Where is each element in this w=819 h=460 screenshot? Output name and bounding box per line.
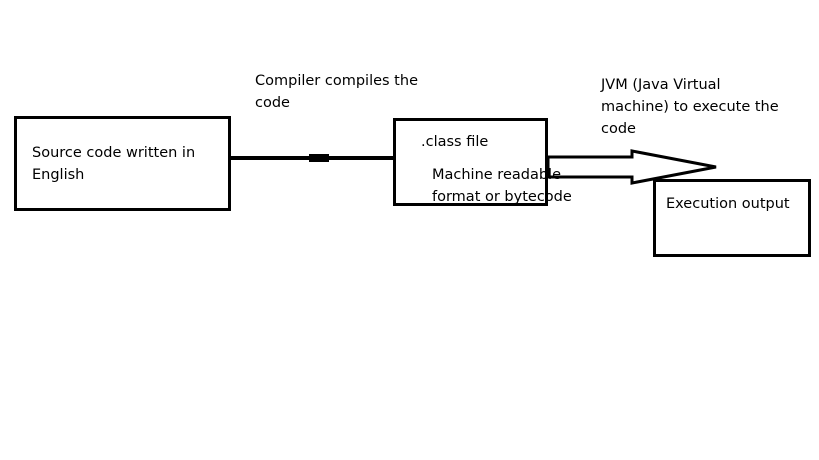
class-file-label: .class file [421, 134, 489, 150]
class-file-description: Machine readable format or bytecode [432, 167, 572, 205]
class-file-box [393, 118, 548, 206]
source-code-label: Source code written in English [32, 145, 196, 183]
execute-step-label: JVM (Java Virtual machine) to execute th… [601, 77, 779, 137]
compile-connector-knot [309, 154, 329, 162]
compile-step-label: Compiler compiles the code [255, 73, 418, 111]
execution-output-label: Execution output [666, 196, 790, 212]
source-code-box [14, 116, 231, 211]
execution-output-box [653, 179, 811, 257]
